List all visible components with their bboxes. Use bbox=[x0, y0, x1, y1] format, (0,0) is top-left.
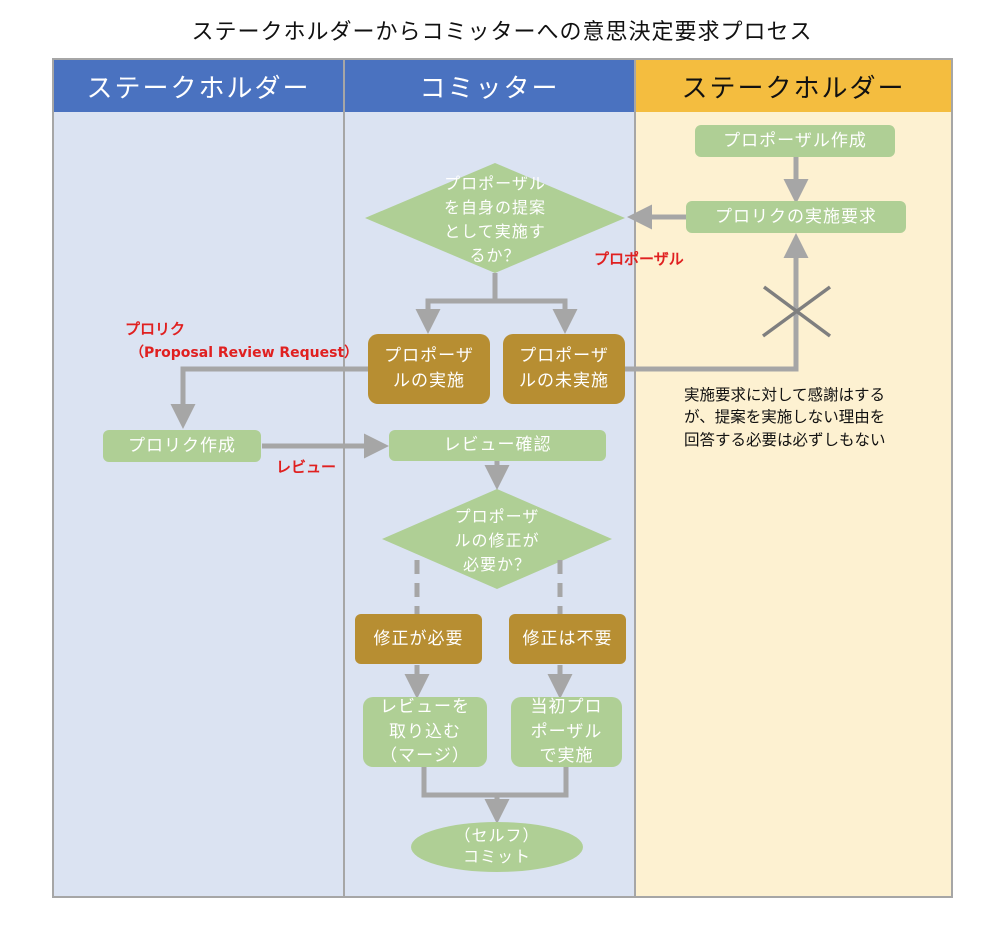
text-line: 実施要求に対して感謝はする bbox=[684, 386, 886, 404]
note-text: 実施要求に対して感謝はする が、提案を実施しない理由を 回答する必要は必ずしもな… bbox=[684, 384, 886, 451]
text-line: ポーザル bbox=[530, 721, 603, 742]
lane-body bbox=[54, 112, 343, 896]
label-proposal: プロポーザル bbox=[594, 250, 684, 268]
node-prorik-create: プロリク作成 bbox=[103, 430, 261, 462]
lane-header: ステークホルダー bbox=[54, 60, 343, 113]
lane-header: ステークホルダー bbox=[636, 60, 951, 113]
text-line: ルの未実施 bbox=[519, 371, 609, 391]
node-proposal-create: プロポーザル作成 bbox=[695, 125, 895, 157]
text-line: 当初プロ bbox=[530, 697, 603, 718]
text-line: プロポーザ bbox=[519, 346, 609, 367]
node-fix-not-needed: 修正は不要 bbox=[509, 614, 626, 664]
node-prorik-request: プロリクの実施要求 bbox=[686, 201, 906, 233]
text-line: 回答する必要は必ずしもない bbox=[684, 430, 886, 449]
node-merge-review: レビューを取り込む （マージ） bbox=[363, 697, 487, 767]
node-proposal-implement: プロポーザルの実施 bbox=[368, 334, 490, 404]
text-line: レビューを bbox=[380, 697, 470, 718]
text-line: プロポーザ bbox=[384, 346, 474, 367]
text-line: プロポーザ bbox=[454, 507, 540, 526]
text-line: 取り込む bbox=[389, 721, 461, 742]
text-line: コミット bbox=[462, 847, 531, 866]
text-line: ルの実施 bbox=[392, 371, 465, 391]
node-fix-needed: 修正が必要 bbox=[355, 614, 482, 664]
node-review-check: レビュー確認 bbox=[389, 430, 606, 461]
lane-stakeholder-left: ステークホルダー bbox=[52, 58, 344, 898]
node-original-implement: 当初プロポーザルで実施 bbox=[511, 697, 622, 767]
text-line: 必要か？ bbox=[462, 555, 531, 574]
text-line: として実施す bbox=[444, 222, 546, 241]
text-line: が、提案を実施しない理由を bbox=[684, 408, 886, 427]
lane-header: コミッター bbox=[345, 60, 634, 113]
text-line: プロポーザル bbox=[444, 174, 546, 193]
text-line: を自身の提案 bbox=[443, 198, 546, 217]
label-review: レビュー bbox=[276, 458, 337, 476]
text-line: （マージ） bbox=[380, 746, 470, 767]
text-line: るか？ bbox=[469, 246, 521, 265]
decision-implement-text: プロポーザル を自身の提案 として実施す るか？ bbox=[425, 172, 565, 268]
label-prorik: プロリク bbox=[125, 320, 186, 338]
node-self-commit: （セルフ）コミット bbox=[411, 822, 583, 872]
text-line: （セルフ） bbox=[454, 826, 540, 846]
node-proposal-not-implement: プロポーザルの未実施 bbox=[503, 334, 625, 404]
decision-fix-text: プロポーザ ルの修正が 必要か？ bbox=[437, 505, 557, 577]
text-line: で実施 bbox=[539, 746, 594, 767]
lane-stakeholder-right: ステークホルダー bbox=[635, 58, 953, 898]
text-line: ルの修正が bbox=[454, 531, 540, 550]
label-prorik-full: （Proposal Review Request） bbox=[130, 345, 359, 361]
diagram-title: ステークホルダーからコミッターへの意思決定要求プロセス bbox=[191, 20, 813, 45]
